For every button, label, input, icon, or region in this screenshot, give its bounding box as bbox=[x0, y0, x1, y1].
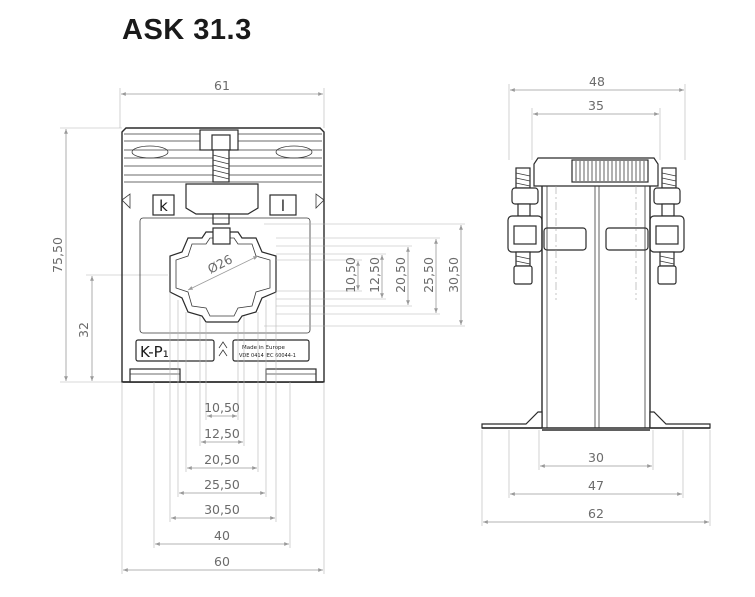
busbar-height-30-50: 30,50 bbox=[446, 257, 461, 293]
terminal-k-label: k bbox=[159, 197, 168, 215]
busbar-width-25-50: 25,50 bbox=[204, 477, 240, 492]
busbar-height-25-50: 25,50 bbox=[421, 257, 436, 293]
busbar-height-12-50: 12,50 bbox=[367, 257, 382, 293]
dim-label-62: 62 bbox=[588, 506, 604, 521]
busbar-width-dimensions: 10,50 12,50 20,50 25,50 30,50 40 60 bbox=[123, 400, 323, 572]
top-clamp bbox=[124, 129, 322, 225]
inner-window bbox=[139, 217, 311, 334]
dimension-side-base-62: 62 bbox=[481, 430, 711, 526]
side-body bbox=[541, 186, 651, 428]
dimension-height-center: 32 bbox=[76, 274, 168, 381]
dimension-side-width-35: 35 bbox=[531, 98, 661, 160]
primary-conductor-window bbox=[169, 231, 277, 323]
terminal-l: l bbox=[269, 194, 297, 216]
side-head bbox=[533, 157, 659, 187]
dim-label-75-50: 75,50 bbox=[50, 237, 65, 273]
front-feet bbox=[122, 368, 324, 383]
marking-plate: K-P₁ Made in Europe VDE 0414 IEC 60044-1 bbox=[135, 339, 310, 362]
dim-label-32: 32 bbox=[76, 322, 91, 338]
side-right-terminal bbox=[649, 167, 685, 285]
busbar-width-10-50: 10,50 bbox=[204, 400, 240, 415]
busbar-width-12-50: 12,50 bbox=[204, 426, 240, 441]
label-line-1: Made in Europe bbox=[242, 345, 285, 351]
terminal-l-label: l bbox=[281, 197, 285, 215]
side-view: 48 35 bbox=[481, 74, 711, 526]
busbar-width-20-50: 20,50 bbox=[204, 452, 240, 467]
dimension-side-base-30: 30 bbox=[538, 430, 654, 470]
busbar-height-dimensions: 10,50 12,50 20,50 25,50 30,50 bbox=[343, 225, 463, 325]
drawing-title: ASK 31.3 bbox=[122, 14, 252, 46]
dim-label-47: 47 bbox=[588, 478, 604, 493]
terminal-k: k bbox=[152, 194, 175, 216]
clamp-screw bbox=[212, 149, 230, 183]
dim-label-30: 30 bbox=[588, 450, 604, 465]
busbar-width-40: 40 bbox=[214, 528, 230, 543]
dim-label-35: 35 bbox=[588, 98, 604, 113]
busbar-height-10-50: 10,50 bbox=[343, 257, 358, 293]
side-base-plate bbox=[481, 411, 711, 431]
dimension-height-total: 75,50 bbox=[50, 127, 122, 383]
side-bar-right bbox=[605, 227, 649, 251]
side-bar-left bbox=[543, 227, 587, 251]
front-view: 61 75,50 32 bbox=[50, 78, 465, 574]
busbar-height-extensions bbox=[264, 223, 465, 327]
dim-label-60: 60 bbox=[214, 554, 230, 569]
dimension-side-base-47: 47 bbox=[508, 430, 684, 498]
marking-label: K-P₁ bbox=[140, 343, 169, 361]
dim-label-61: 61 bbox=[214, 78, 230, 93]
label-line-2: VDE 0414 IEC 60044-1 bbox=[239, 353, 296, 359]
side-left-terminal bbox=[507, 167, 543, 285]
busbar-width-extensions bbox=[121, 292, 325, 574]
dimension-side-width-48: 48 bbox=[508, 74, 686, 160]
busbar-height-20-50: 20,50 bbox=[393, 257, 408, 293]
diameter-line bbox=[187, 255, 259, 291]
busbar-width-30-50: 30,50 bbox=[204, 502, 240, 517]
dimension-width-top: 61 bbox=[119, 78, 325, 128]
dim-label-48: 48 bbox=[589, 74, 605, 89]
